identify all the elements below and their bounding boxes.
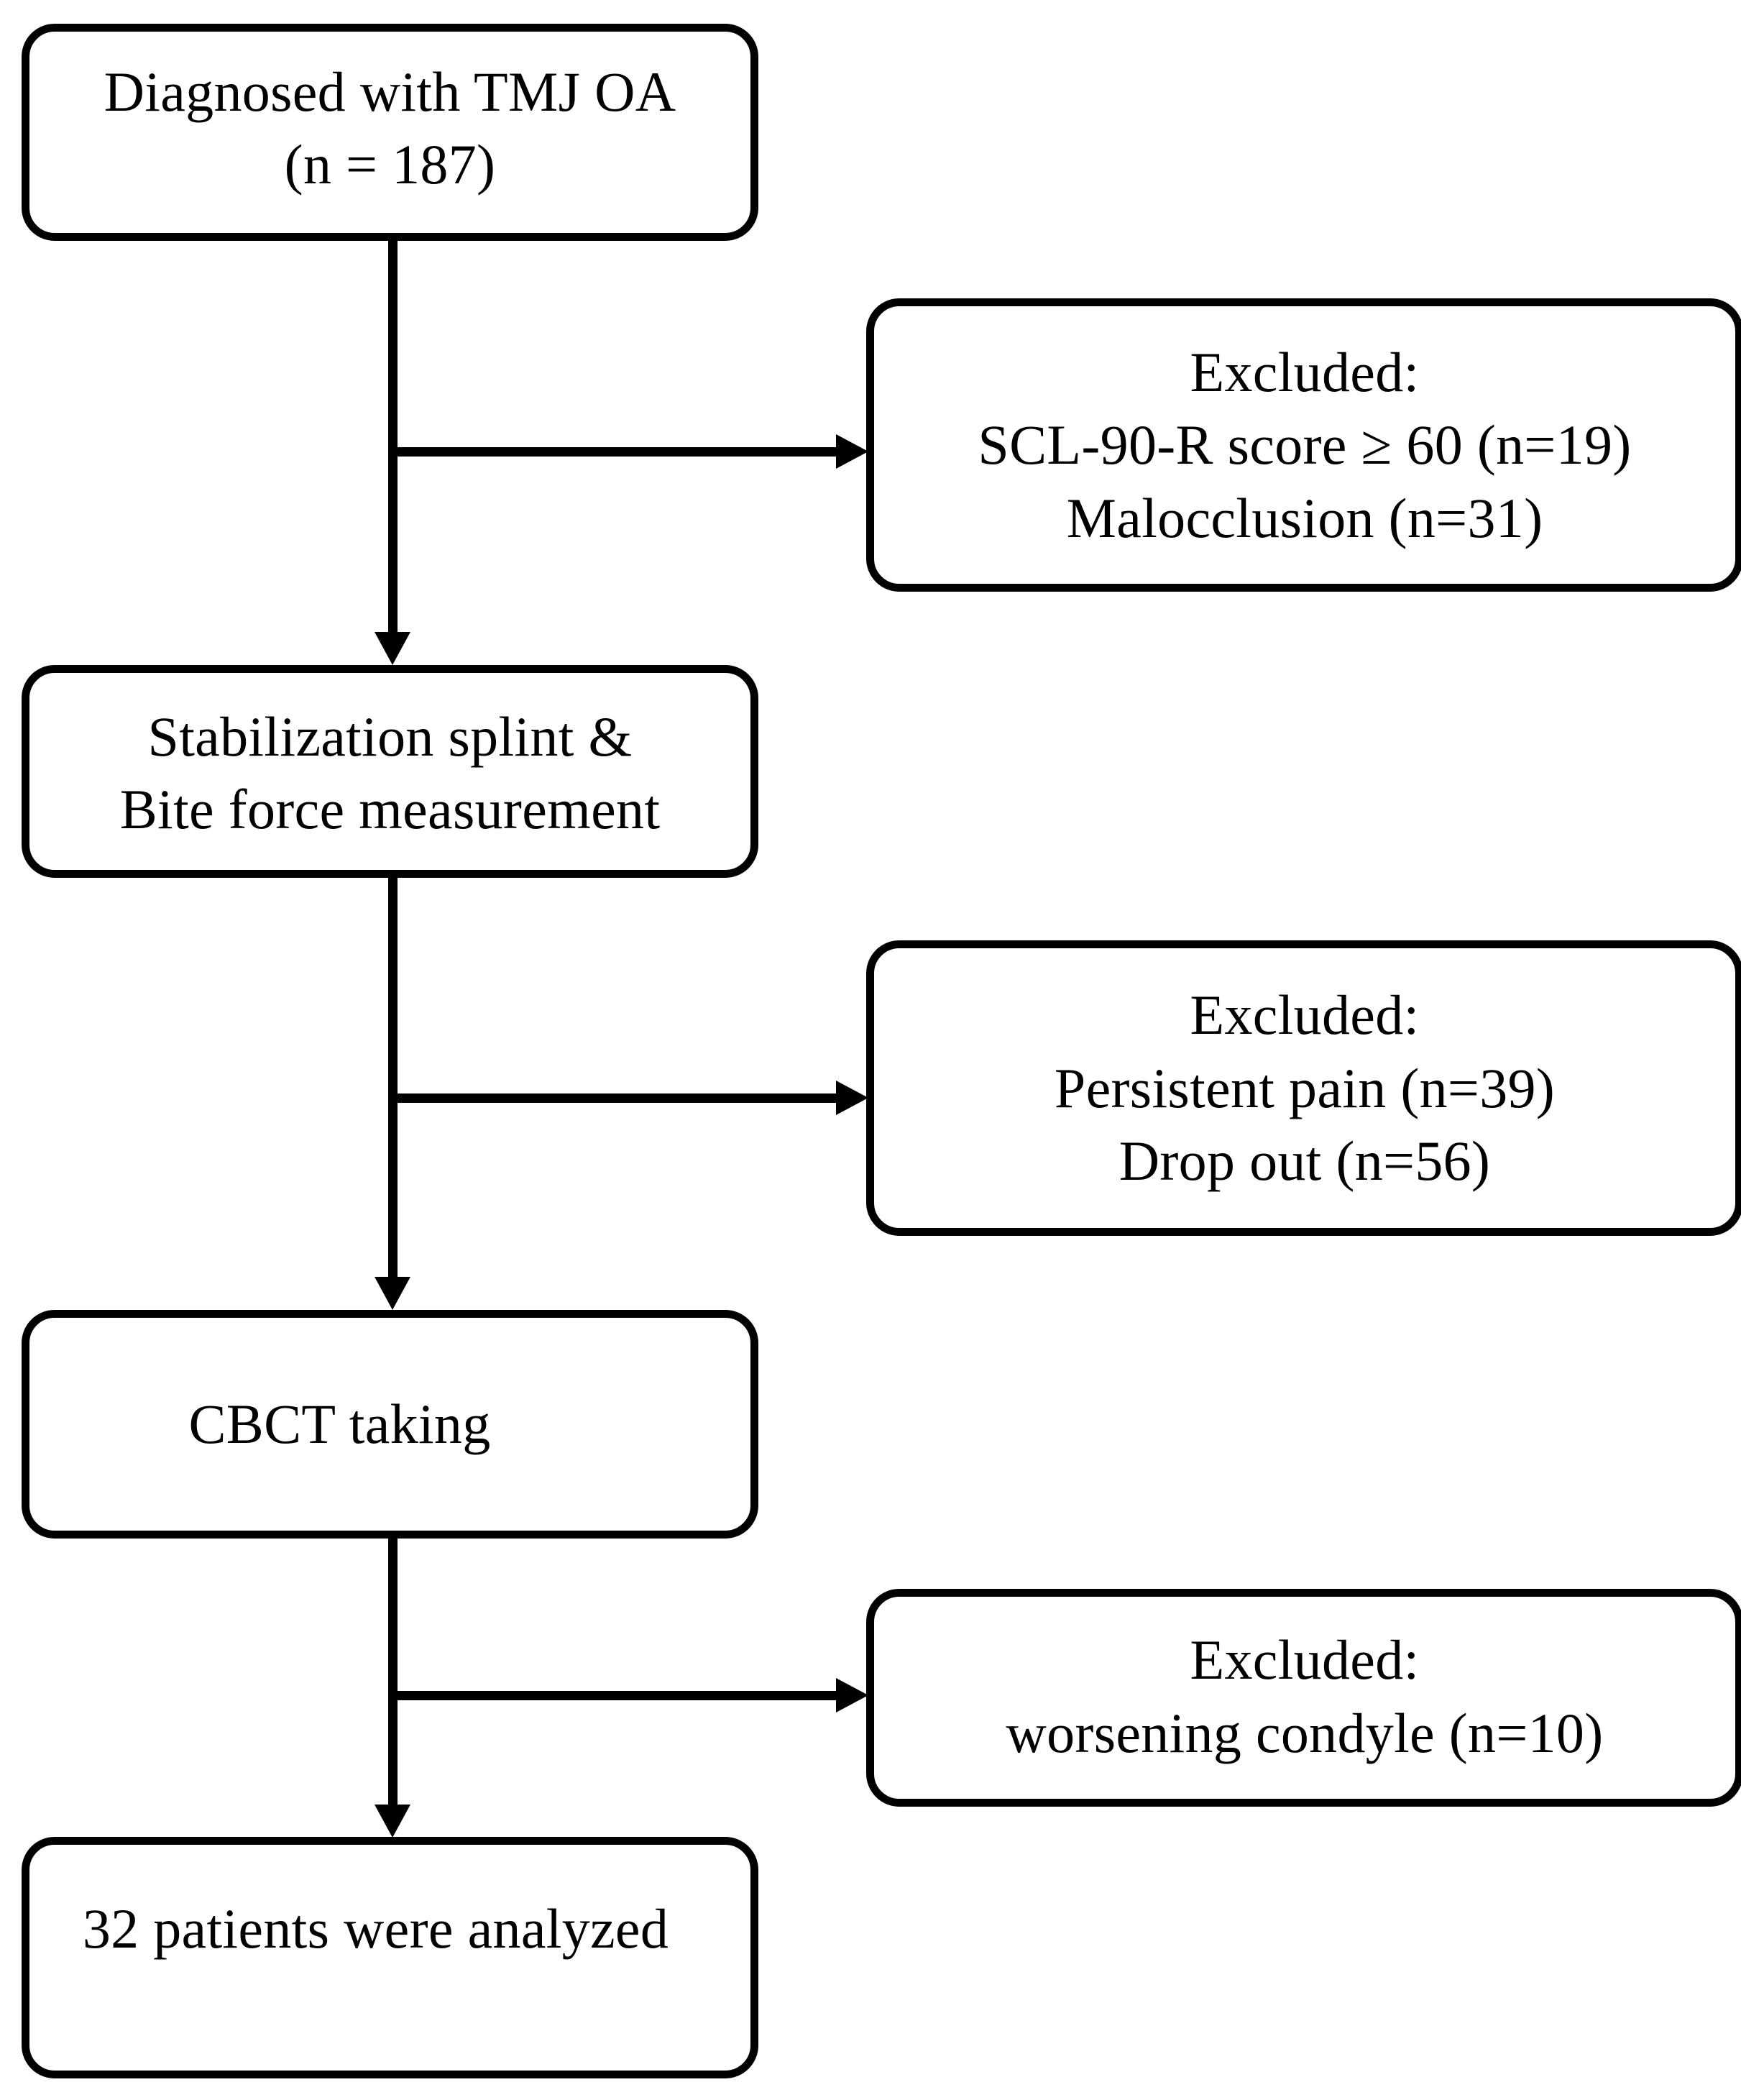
node-patients-analyzed: 32 patients were analyzed (22, 1837, 758, 2078)
connector-line-branch-exclusion-1 (392, 447, 838, 457)
connector-line-branch-exclusion-3 (392, 1691, 838, 1700)
arrowhead-right-exclusion-2 (836, 1081, 868, 1115)
arrowhead-down-to-analyzed (375, 1805, 410, 1838)
arrowhead-right-exclusion-1 (836, 434, 868, 469)
connector-line-branch-exclusion-2 (392, 1093, 838, 1103)
node-exclusion-3: Excluded: worsening condyle (n=10) (866, 1589, 1741, 1807)
node-stabilization-splint: Stabilization splint & Bite force measur… (22, 665, 758, 878)
node-exclusion-2: Excluded: Persistent pain (n=39) Drop ou… (866, 940, 1741, 1236)
node-cbct-taking: CBCT taking (22, 1310, 758, 1539)
arrowhead-down-to-cbct (375, 1277, 410, 1310)
node-diagnosed-with-tmj-oa: Diagnosed with TMJ OA (n = 187) (22, 24, 758, 241)
node-patients-analyzed-label: 32 patients were analyzed (82, 1897, 669, 1961)
node-cbct-taking-label: CBCT taking (188, 1393, 491, 1456)
connector-line-splint-to-cbct (388, 878, 398, 1278)
arrowhead-right-exclusion-3 (836, 1678, 868, 1712)
node-exclusion-1-label: Excluded: SCL-90-R score ≥ 60 (n=19) Mal… (978, 340, 1632, 549)
node-diagnosed-label: Diagnosed with TMJ OA (n = 187) (104, 60, 676, 196)
node-exclusion-1: Excluded: SCL-90-R score ≥ 60 (n=19) Mal… (866, 298, 1741, 592)
connector-line-cbct-to-analyzed (388, 1539, 398, 1806)
node-stabilization-splint-label: Stabilization splint & Bite force measur… (119, 705, 661, 840)
arrowhead-down-to-splint (375, 632, 410, 665)
node-exclusion-2-label: Excluded: Persistent pain (n=39) Drop ou… (1054, 983, 1556, 1193)
connector-line-diagnosed-to-splint (388, 241, 398, 633)
node-exclusion-3-label: Excluded: worsening condyle (n=10) (1006, 1628, 1604, 1764)
